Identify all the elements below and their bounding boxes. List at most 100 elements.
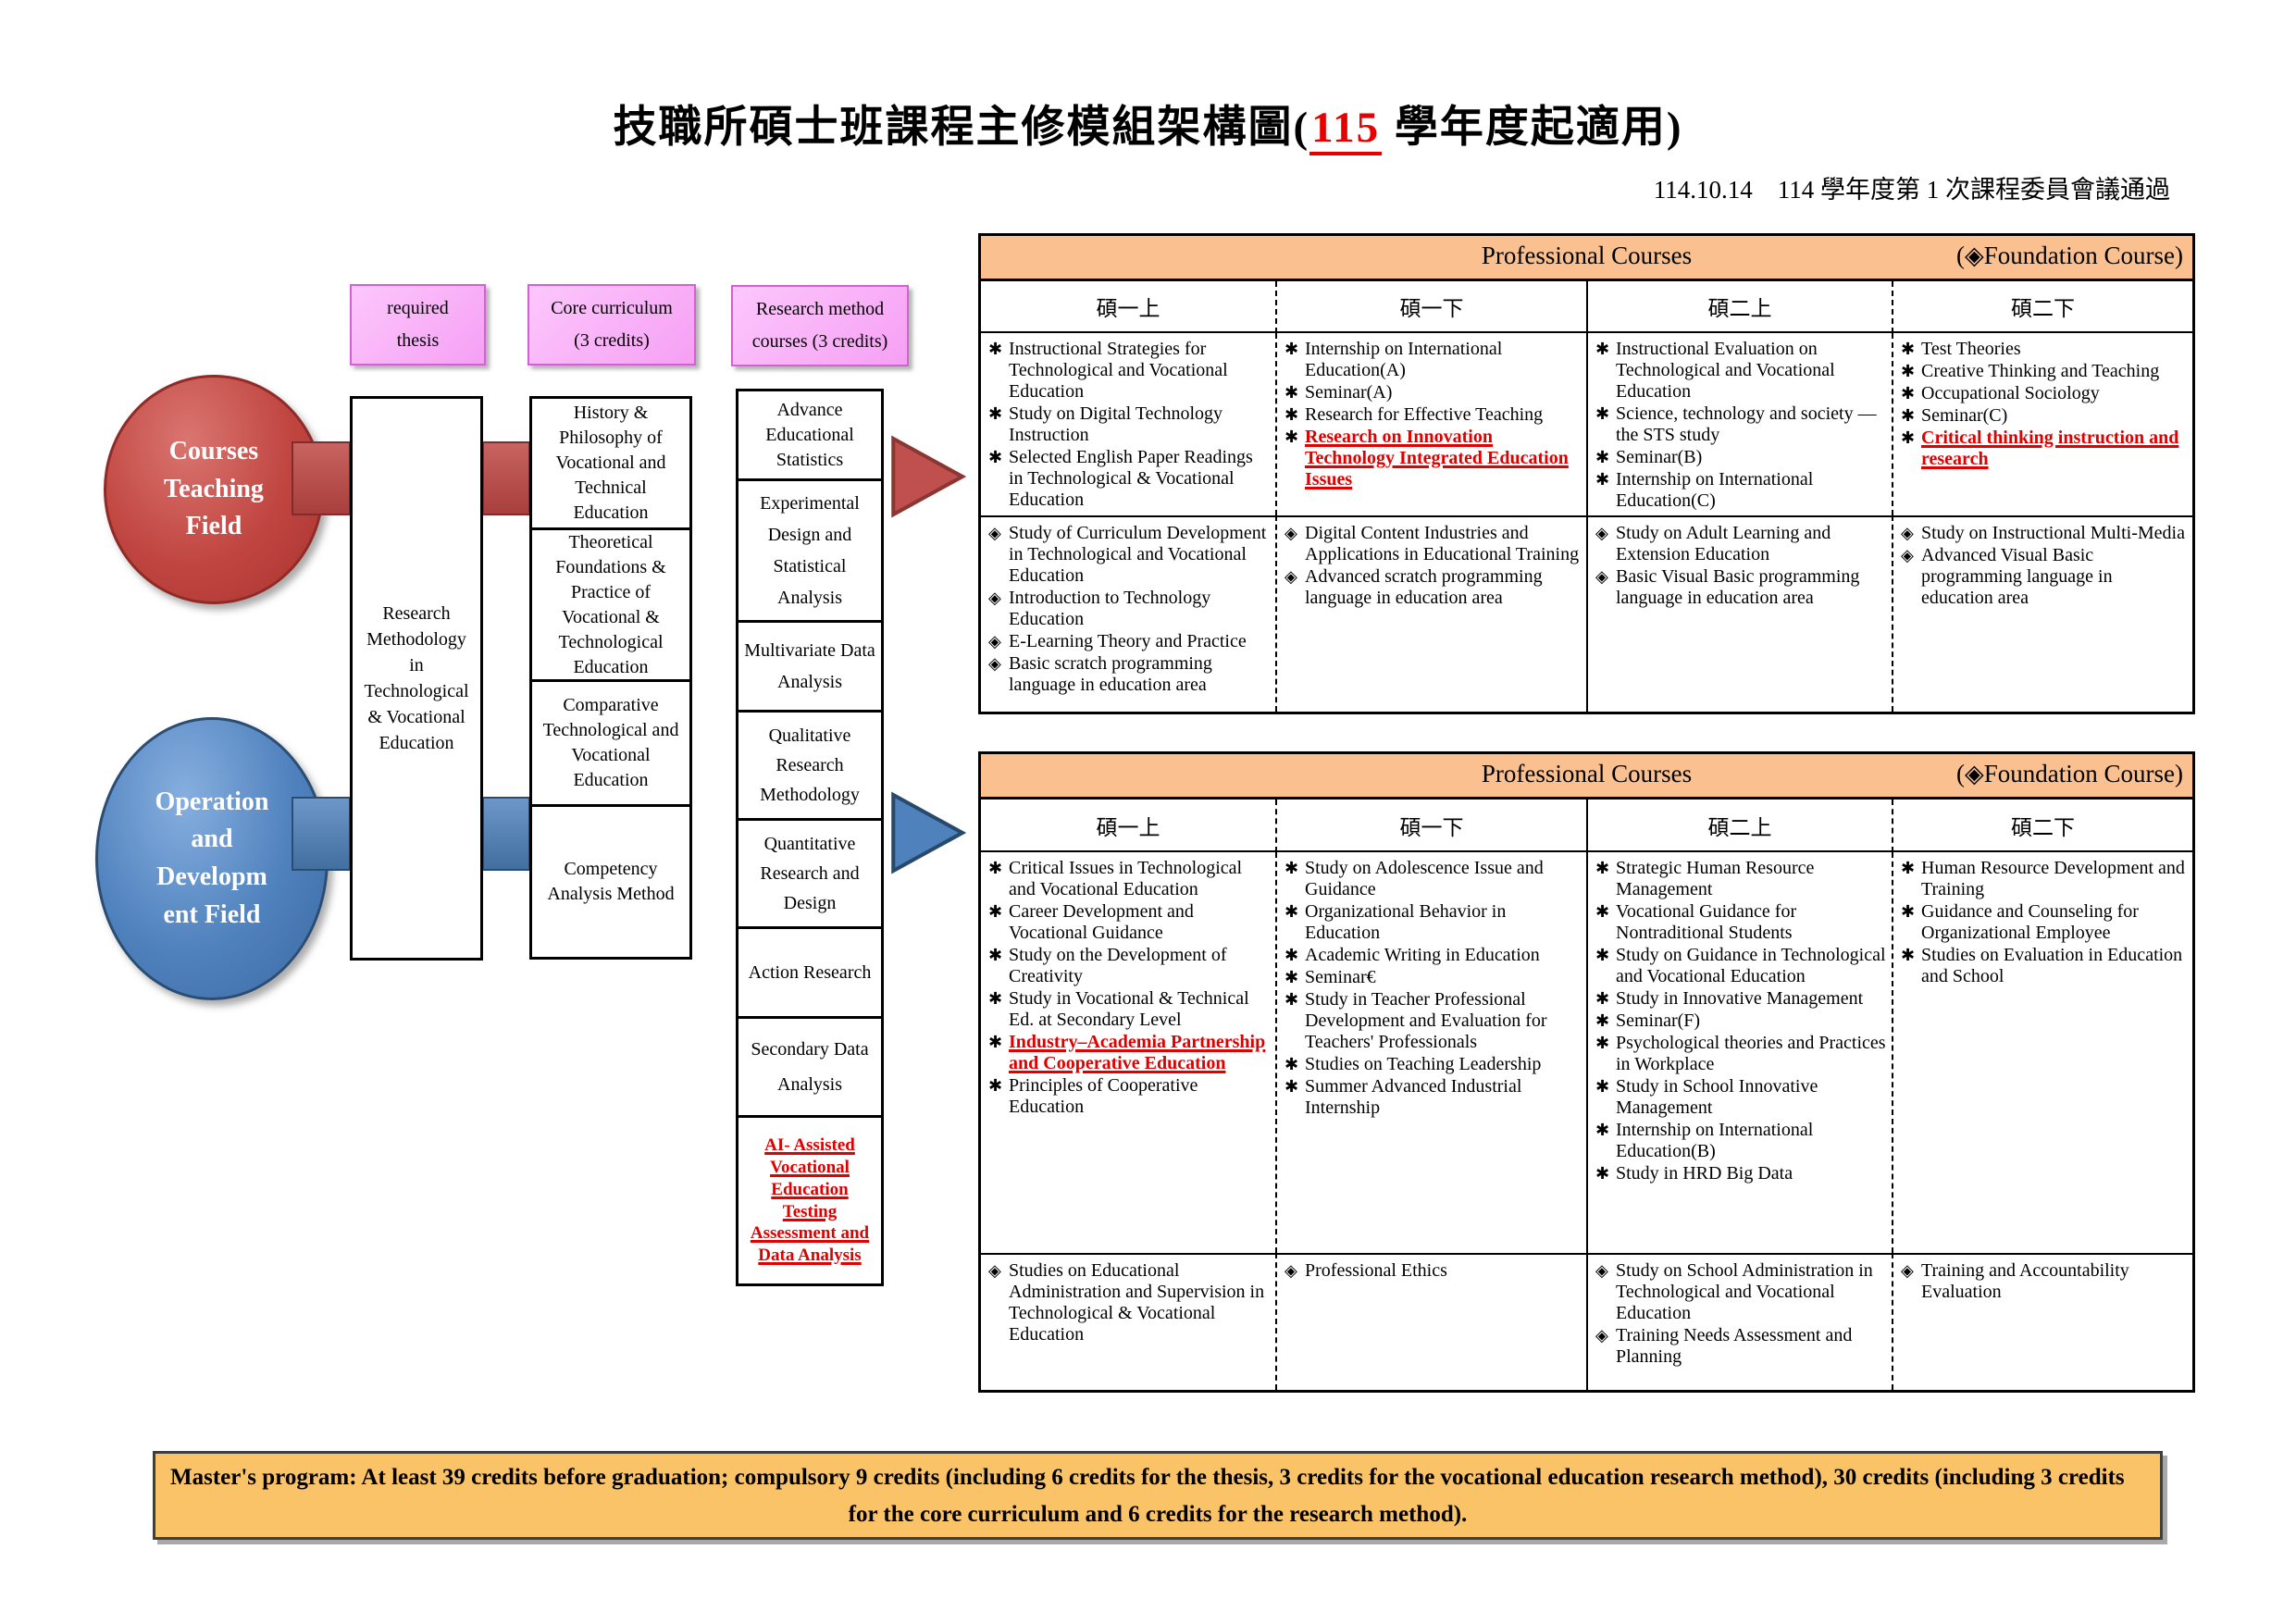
course-title: Study in Vocational & Technical Ed. at S…	[1009, 988, 1249, 1030]
field-line: ent Field	[163, 899, 261, 929]
course-title: Study on Adult Learning and Extension Ed…	[1616, 523, 1831, 564]
course-title: Study on the Development of Creativity	[1009, 945, 1227, 986]
course-title: Studies on Evaluation in Education and S…	[1921, 945, 2183, 986]
foundation-course-item: ◈Study on School Administration in Techn…	[1595, 1260, 1886, 1324]
professional-course-item: ✱Selected English Paper Readings in Tech…	[988, 447, 1270, 511]
professional-course-item: ✱Psychological theories and Practices in…	[1595, 1033, 1886, 1075]
course-title: Seminar(C)	[1921, 405, 2008, 426]
professional-course-item: ✱Summer Advanced Industrial Internship	[1285, 1076, 1581, 1119]
professional-course-item: ✱Guidance and Counseling for Organizatio…	[1901, 901, 2187, 944]
column-header-2: 碩一下	[1277, 281, 1588, 333]
professional-course-item: ✱Study on Digital Technology Instruction	[988, 403, 1270, 446]
core-curriculum-line1: Core curriculum	[551, 297, 673, 318]
professional-course-item: ✱ Study on the Development of Creativity	[988, 945, 1270, 987]
professional-course-item: ✱Industry–Academia Partnership and Coope…	[988, 1032, 1270, 1074]
foundation-bullet-icon: ◈	[988, 654, 1001, 674]
foundation-courses-cell: ◈ Digital Content Industries and Applicat…	[1277, 515, 1588, 712]
professional-course-item: ✱Study in Vocational & Technical Ed. at …	[988, 988, 1270, 1031]
professional-courses-cell: ✱Internship on International Education(A…	[1277, 333, 1588, 515]
core-curriculum-box: History & Philosophy of Vocational and T…	[529, 396, 692, 530]
course-title: Organizational Behavior in Education	[1305, 901, 1507, 943]
professional-course-item: ✱Creative Thinking and Teaching	[1901, 361, 2187, 382]
course-title: Advanced scratch programming language in…	[1305, 566, 1543, 608]
professional-bullet-icon: ✱	[1595, 989, 1610, 1009]
table-header-title: Professional Courses	[1481, 242, 1693, 269]
professional-bullet-icon: ✱	[1595, 1121, 1610, 1140]
foundation-course-item: ◈Study of Curriculum Development in Tech…	[988, 523, 1270, 587]
professional-course-item: ✱Seminar(C)	[1901, 405, 2187, 427]
foundation-course-item: ◈Training Needs Assessment and Planning	[1595, 1325, 1886, 1368]
professional-bullet-icon: ✱	[988, 946, 1003, 965]
professional-course-item: ✱Academic Writing in Education	[1285, 945, 1581, 966]
professional-bullet-icon: ✱	[1595, 340, 1610, 359]
field-line: Teaching	[164, 474, 264, 503]
professional-course-item: ✱Study in School Innovative Management	[1595, 1076, 1886, 1119]
column-header-1: 碩一上	[981, 800, 1277, 852]
core-curriculum-box: Competency Analysis Method	[529, 804, 692, 960]
red-connector-bar-right	[482, 441, 530, 515]
professional-course-item: ✱Human Resource Development and Training	[1901, 858, 2187, 900]
professional-bullet-icon: ✱	[988, 859, 1003, 878]
table-header-foundation-note: (◈Foundation Course)	[1956, 242, 2183, 269]
foundation-course-item: ◈Study on Instructional Multi-Media	[1901, 523, 2187, 544]
professional-bullet-icon: ✱	[1595, 1011, 1610, 1031]
course-title: Vocational Guidance for Nontraditional S…	[1616, 901, 1797, 943]
course-title: Advanced Visual Basic programming langua…	[1921, 545, 2113, 608]
professional-course-item: ✱Science, technology and society — the S…	[1595, 403, 1886, 446]
professional-bullet-icon: ✱	[1901, 340, 1916, 359]
course-title: Internship on International Education(B)	[1616, 1120, 1814, 1161]
foundation-course-item: ◈Advanced scratch programming language i…	[1285, 566, 1581, 609]
professional-bullet-icon: ✱	[988, 1033, 1003, 1052]
professional-course-item: ✱Study on Guidance in Technological and …	[1595, 945, 1886, 987]
required-thesis-box: required thesis	[350, 284, 486, 366]
course-title: Science, technology and society — the ST…	[1616, 403, 1877, 445]
course-title: Seminar€	[1305, 967, 1376, 987]
professional-bullet-icon: ✱	[1595, 902, 1610, 922]
course-title: Digital Content Industries and Applicati…	[1305, 523, 1580, 564]
foundation-bullet-icon: ◈	[988, 589, 1001, 608]
professional-bullet-icon: ✱	[1285, 968, 1299, 987]
research-methodology-box: Research Methodology in Technological & …	[350, 396, 483, 961]
research-method-header-box: Research method courses (3 credits)	[731, 285, 909, 366]
professional-courses-cell: ✱Study on Adolescence Issue and Guidance…	[1277, 852, 1588, 1253]
foundation-course-item: ◈E-Learning Theory and Practice	[988, 631, 1270, 652]
professional-bullet-icon: ✱	[1285, 1077, 1299, 1097]
course-title: Study on Instructional Multi-Media	[1921, 523, 2185, 543]
field-line: Operation	[155, 787, 269, 816]
course-title: Seminar(F)	[1616, 1010, 1701, 1031]
professional-course-item: ✱Study in HRD Big Data	[1595, 1163, 1886, 1184]
professional-course-item: ✱ Seminar(F)	[1595, 1010, 1886, 1032]
professional-bullet-icon: ✱	[1595, 859, 1610, 878]
column-header-3: 碩二上	[1588, 281, 1893, 333]
required-thesis-line2: thesis	[396, 330, 440, 352]
professional-course-item: ✱Internship on International Education(C…	[1595, 469, 1886, 512]
professional-course-item: ✱Test Theories	[1901, 339, 2187, 360]
course-title: Introduction to Technology Education	[1009, 588, 1211, 629]
professional-bullet-icon: ✱	[1595, 448, 1610, 467]
foundation-courses-cell: ◈Training and Accountability Evaluation	[1893, 1253, 2192, 1390]
course-title: Internship on International Education(A)	[1305, 339, 1503, 380]
field-line: Field	[185, 512, 242, 541]
blue-connector-bar-left	[292, 797, 351, 871]
research-method-box: Quantitative Research and Design	[736, 818, 884, 929]
course-title: Study in Innovative Management	[1616, 988, 1864, 1009]
professional-bullet-icon: ✱	[1901, 428, 1916, 448]
research-method-box: Qualitative Research Methodology	[736, 710, 884, 821]
professional-bullet-icon: ✱	[1901, 859, 1916, 878]
field-line: and	[191, 824, 233, 854]
course-title: Research on Innovation Technology Integr…	[1305, 427, 1569, 490]
research-method-box: AI- Assisted Vocational Education Testin…	[736, 1115, 884, 1286]
foundation-course-item: ◈Basic Visual Basic programming language…	[1595, 566, 1886, 609]
research-method-box: Secondary Data Analysis	[736, 1016, 884, 1118]
professional-course-item: ✱Studies on Teaching Leadership	[1285, 1054, 1581, 1075]
title-prefix: 技職所碩士班課程主修模組架構圖(	[613, 104, 1310, 152]
foundation-bullet-icon: ◈	[1595, 1261, 1608, 1281]
foundation-bullet-icon: ◈	[1285, 524, 1297, 543]
course-title: Occupational Sociology	[1921, 383, 2100, 403]
foundation-bullet-icon: ◈	[988, 1261, 1001, 1281]
research-method-box: Experimental Design and Statistical Anal…	[736, 478, 884, 623]
foundation-course-item: ◈ Introduction to Technology Education	[988, 588, 1270, 630]
foundation-bullet-icon: ◈	[1285, 1261, 1297, 1281]
foundation-courses-cell: ◈Study on School Administration in Techn…	[1588, 1253, 1893, 1390]
foundation-bullet-icon: ◈	[1595, 1326, 1608, 1345]
